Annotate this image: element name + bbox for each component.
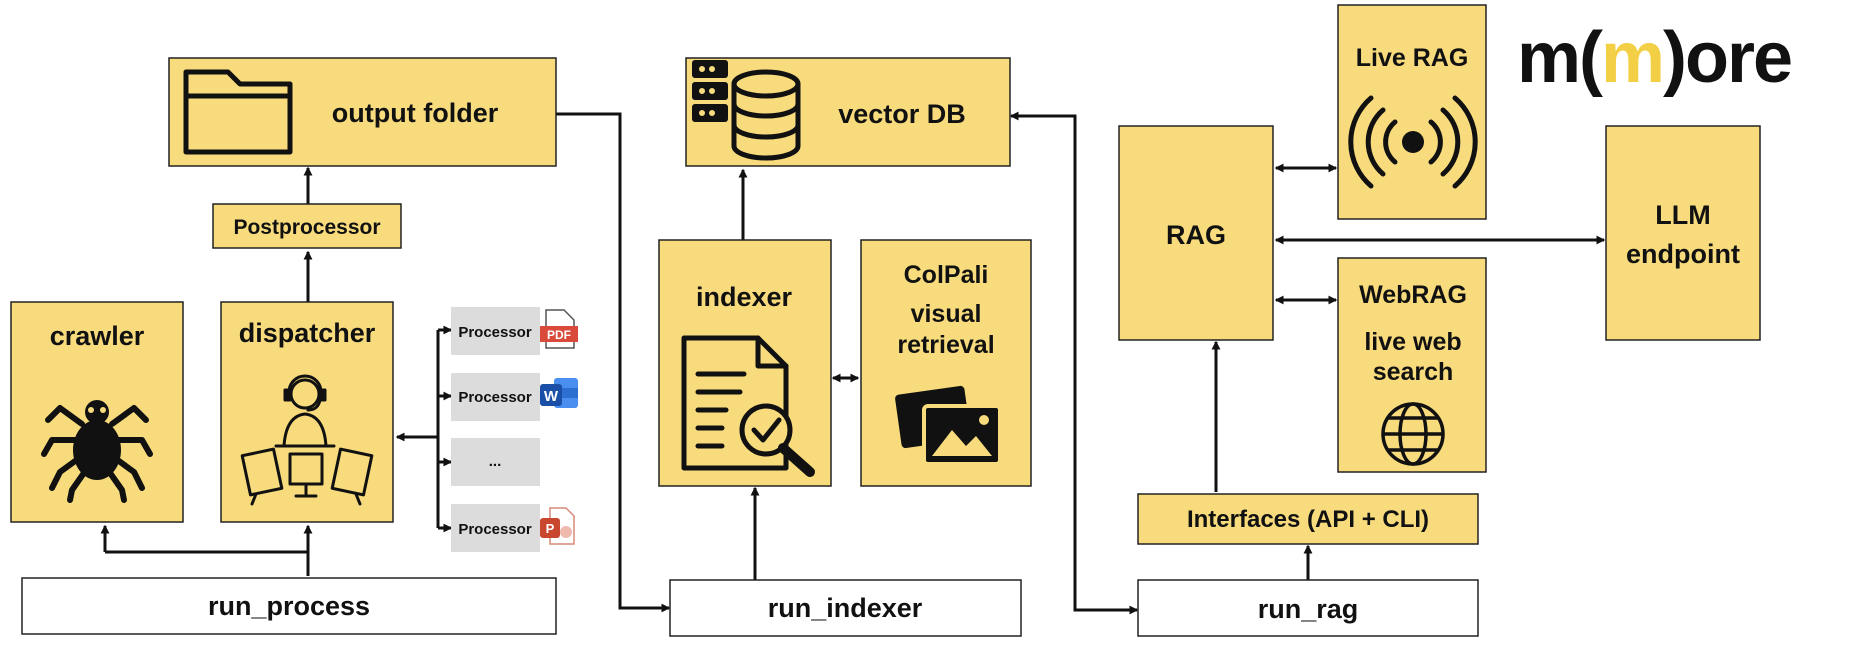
processor-item-more: ...	[451, 438, 540, 486]
powerpoint-badge: P	[546, 521, 555, 536]
spider-icon	[41, 400, 153, 503]
connectors	[100, 111, 1606, 615]
folder-icon	[183, 69, 293, 155]
output-folder-label: output folder	[332, 98, 499, 128]
postprocessor-label: Postprocessor	[233, 216, 380, 239]
vector-db-box: vector DB	[685, 57, 1011, 167]
run-indexer-box: run_indexer	[669, 579, 1022, 637]
run-process-label: run_process	[208, 591, 370, 621]
rag-label: RAG	[1166, 220, 1226, 250]
colpali-label-line3: retrieval	[897, 331, 994, 359]
spider-eye-left	[88, 407, 94, 413]
svg-text:m(m)ore: m(m)ore	[1517, 18, 1791, 98]
webrag-label-line2: live web	[1364, 328, 1461, 356]
run-indexer-label: run_indexer	[768, 593, 923, 623]
live-rag-box: Live RAG	[1337, 4, 1487, 220]
arrow-output-to-run-indexer	[556, 112, 671, 613]
llm-label-line1: LLM	[1655, 200, 1710, 230]
spider-eye-right	[100, 407, 106, 413]
processor-list: Processor PDF Processor W ... Processor	[451, 307, 578, 552]
processor-label: Processor	[458, 389, 532, 406]
dispatcher-box: dispatcher	[220, 301, 394, 523]
webrag-label-line3: search	[1373, 358, 1454, 386]
vector-db-label: vector DB	[838, 99, 966, 129]
colpali-label-line2: visual	[911, 300, 982, 328]
logo-paren-close: )	[1663, 18, 1685, 98]
logo-m2: m	[1601, 18, 1663, 98]
pdf-file-icon: PDF	[540, 309, 578, 349]
arrow-run-rag-vectordb	[1009, 111, 1139, 615]
output-folder-box: output folder	[168, 57, 557, 167]
webrag-box: WebRAG live web search	[1337, 257, 1487, 473]
run-rag-label: run_rag	[1258, 594, 1359, 624]
indexer-label: indexer	[696, 282, 793, 312]
dispatcher-label: dispatcher	[239, 318, 376, 348]
indexer-box: indexer	[658, 239, 832, 487]
colpali-box: ColPali visual retrieval	[860, 239, 1032, 487]
live-broadcast-icon	[1348, 95, 1478, 189]
operator-icon	[240, 374, 374, 506]
processor-ellipsis: ...	[489, 453, 502, 470]
interfaces-label: Interfaces (API + CLI)	[1187, 506, 1429, 533]
crawler-box: crawler	[10, 301, 184, 523]
document-search-icon	[681, 335, 815, 477]
images-icon	[895, 385, 1002, 466]
webrag-label: WebRAG	[1359, 281, 1467, 309]
powerpoint-file-icon: P	[540, 507, 575, 545]
run-process-box: run_process	[21, 577, 557, 635]
pdf-badge: PDF	[547, 328, 571, 342]
processor-label: Processor	[458, 521, 532, 538]
processor-item-powerpoint: Processor P	[451, 504, 575, 552]
crawler-label: crawler	[50, 321, 145, 351]
llm-endpoint-box: LLM endpoint	[1605, 125, 1761, 341]
rag-box: RAG	[1118, 125, 1274, 341]
word-file-icon: W	[540, 378, 578, 408]
mmore-logo: m(m)ore	[1517, 18, 1793, 98]
processor-label: Processor	[458, 324, 532, 341]
processor-item-word: Processor W	[451, 373, 578, 421]
processor-item-pdf: Processor PDF	[451, 307, 578, 355]
interfaces-box: Interfaces (API + CLI)	[1137, 493, 1479, 545]
live-rag-label: Live RAG	[1356, 44, 1469, 72]
logo-m1: m	[1517, 18, 1579, 98]
database-icon	[692, 60, 801, 161]
colpali-label-line1: ColPali	[904, 261, 989, 289]
postprocessor-box: Postprocessor	[212, 203, 402, 249]
run-rag-box: run_rag	[1137, 579, 1479, 637]
globe-icon	[1381, 402, 1445, 466]
word-badge: W	[544, 388, 559, 405]
logo-paren-open: (	[1579, 18, 1603, 98]
logo-ore: ore	[1685, 18, 1791, 98]
llm-label-line2: endpoint	[1626, 239, 1740, 269]
